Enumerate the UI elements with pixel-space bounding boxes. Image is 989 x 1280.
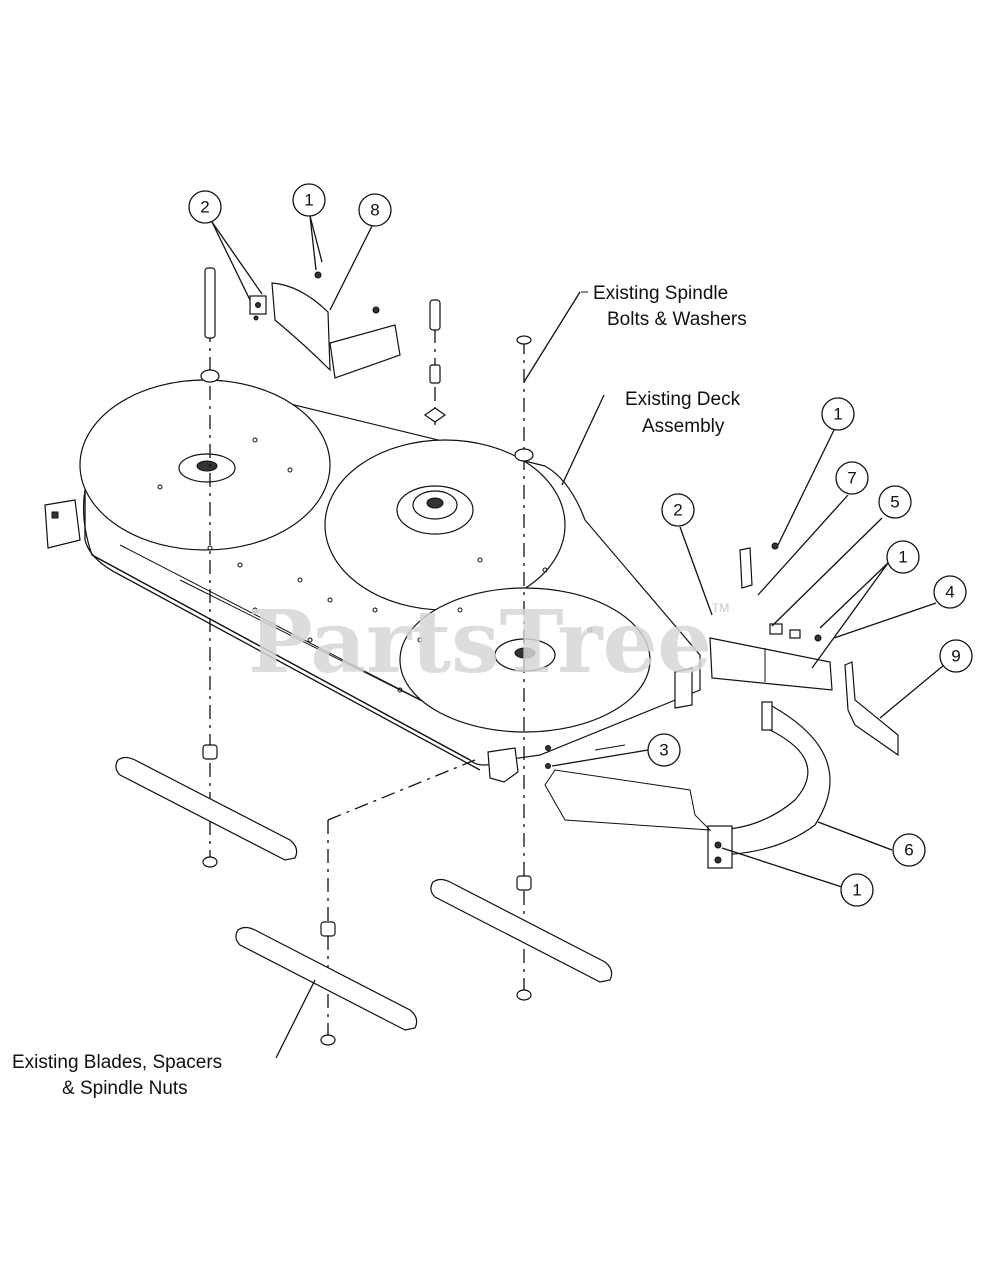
svg-text:8: 8 xyxy=(370,201,379,220)
part-3-plate xyxy=(544,744,712,831)
svg-text:6: 6 xyxy=(904,841,913,860)
part-7-bracket xyxy=(739,542,779,589)
svg-text:7: 7 xyxy=(847,469,856,488)
svg-text:4: 4 xyxy=(945,583,954,602)
callout-2-right: 2 xyxy=(661,493,695,527)
callout-1-right-upper: 1 xyxy=(821,397,855,431)
callout-1-top: 1 xyxy=(292,183,326,217)
svg-text:Bolts & Washers: Bolts & Washers xyxy=(607,309,747,330)
callout-9: 9 xyxy=(939,639,973,673)
callout-1-right-middle: 1 xyxy=(886,540,920,574)
callout-7: 7 xyxy=(835,461,869,495)
callout-6: 6 xyxy=(892,833,926,867)
label-existing-spindle-bolts: Existing Spindle Bolts & Washers xyxy=(581,283,747,330)
mower-blades xyxy=(115,756,613,1031)
callout-5: 5 xyxy=(878,485,912,519)
callout-2-top: 2 xyxy=(188,190,222,224)
svg-text:3: 3 xyxy=(659,741,668,760)
watermark-trademark: TM xyxy=(712,601,729,615)
svg-text:Existing Spindle: Existing Spindle xyxy=(593,283,728,304)
callout-leaders xyxy=(211,215,945,1059)
svg-text:Assembly: Assembly xyxy=(642,416,725,437)
svg-text:1: 1 xyxy=(304,191,313,210)
label-existing-deck-assembly: Existing Deck Assembly xyxy=(625,389,741,437)
callout-4: 4 xyxy=(933,575,967,609)
part-9-bracket xyxy=(844,661,899,757)
svg-text:9: 9 xyxy=(951,647,960,666)
svg-text:5: 5 xyxy=(890,493,899,512)
svg-text:Existing Blades, Spacers: Existing Blades, Spacers xyxy=(12,1052,222,1073)
label-existing-blades-spacers: Existing Blades, Spacers & Spindle Nuts xyxy=(12,1052,222,1099)
part-5-hardware xyxy=(769,623,801,639)
svg-text:& Spindle Nuts: & Spindle Nuts xyxy=(62,1078,188,1099)
spindle-spacers-nuts xyxy=(202,744,532,1046)
svg-text:Existing Deck: Existing Deck xyxy=(625,389,741,410)
part-6-guard xyxy=(707,637,833,869)
svg-text:1: 1 xyxy=(852,881,861,900)
part-8-deflector xyxy=(249,271,401,379)
watermark: PartsTree xyxy=(248,592,712,693)
svg-text:1: 1 xyxy=(833,405,842,424)
svg-text:1: 1 xyxy=(898,548,907,567)
callout-1-bottom: 1 xyxy=(840,873,874,907)
svg-text:2: 2 xyxy=(200,198,209,217)
callout-8: 8 xyxy=(358,193,392,227)
deck-assembly xyxy=(44,379,701,783)
svg-text:2: 2 xyxy=(673,501,682,520)
spindle-bolts-washers xyxy=(200,267,534,462)
callout-3: 3 xyxy=(647,733,681,767)
